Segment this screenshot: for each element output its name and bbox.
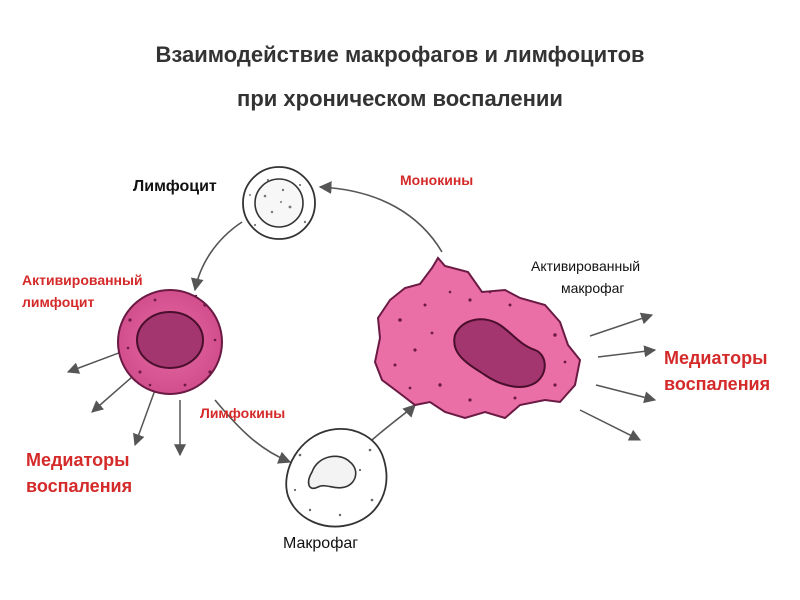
label-activated-macrophage-line1: Активированный: [531, 258, 641, 274]
arrow-macrophage-to-activated-macrophage: [371, 404, 416, 441]
label-activated-lymphocyte-line1: Активированный: [22, 272, 143, 288]
arrow-mediator-right-3: [595, 384, 657, 404]
diagram-title-line2: при хроническом воспалении: [237, 86, 563, 111]
label-activated-macrophage-line2: макрофаг: [561, 280, 625, 296]
arrow-mediator-left-3: [133, 389, 156, 447]
label-macrophage: Макрофаг: [283, 535, 359, 552]
label-mediators-left-line2: воспаления: [26, 476, 133, 496]
arrow-activated-to-macrophage: [214, 399, 292, 464]
arrow-macrophage-to-lymphocyte: [318, 181, 443, 253]
label-activated-lymphocyte-line2: лимфоцит: [22, 294, 95, 310]
label-lymphokines: Лимфокины: [200, 405, 286, 421]
arrow-mediator-right-1: [589, 312, 654, 337]
label-mediators-left-line1: Медиаторы: [26, 450, 130, 470]
activated-lymphocyte-cell: [117, 289, 223, 395]
label-mediators-right-line1: Медиаторы: [664, 348, 768, 368]
label-mediators-right-line2: воспаления: [664, 374, 771, 394]
arrow-lymphocyte-to-activated: [190, 221, 243, 292]
label-lymphocyte: Лимфоцит: [133, 178, 217, 195]
macrophage-cell: [285, 428, 388, 528]
diagram-title-line1: Взаимодействие макрофагов и лимфоцитов: [155, 42, 645, 67]
arrow-mediator-right-2: [597, 345, 657, 358]
arrow-mediator-right-4: [579, 409, 642, 441]
activated-macrophage-cell: [373, 256, 582, 420]
label-monokines: Монокины: [400, 172, 474, 188]
lymphocyte-cell: [242, 166, 316, 240]
